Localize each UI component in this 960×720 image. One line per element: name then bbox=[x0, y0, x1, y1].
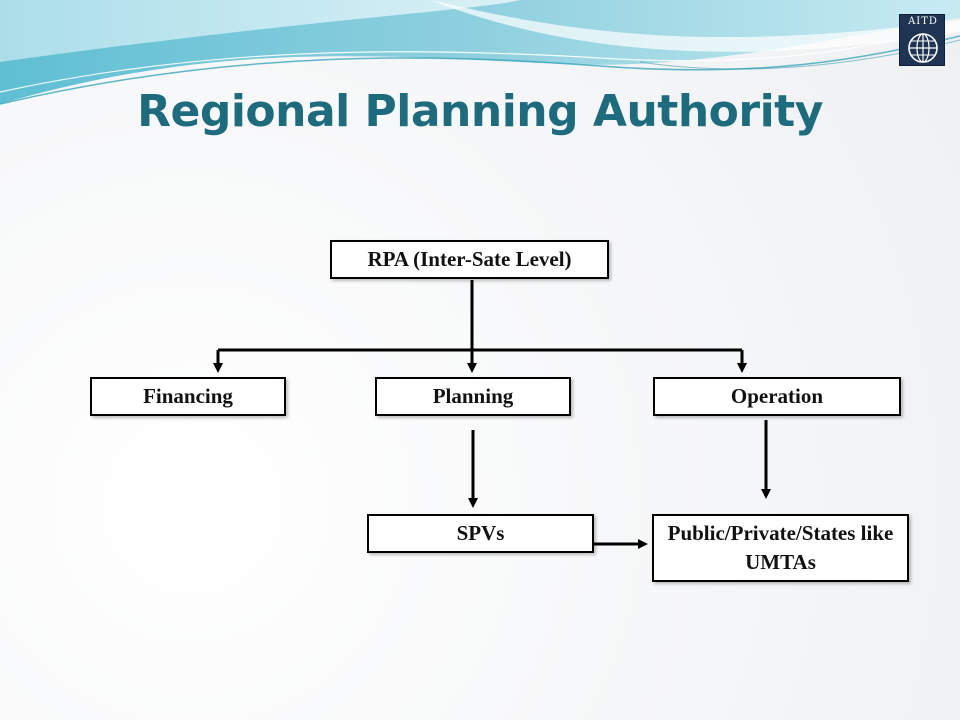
header-wave-decoration bbox=[0, 0, 960, 105]
logo-text: AITD bbox=[908, 16, 938, 27]
node-planning: Planning bbox=[375, 377, 571, 416]
node-public-private-states: Public/Private/States like UMTAs bbox=[652, 514, 909, 582]
globe-icon bbox=[908, 33, 938, 63]
node-spvs: SPVs bbox=[367, 514, 594, 553]
slide-title: Regional Planning Authority bbox=[137, 86, 823, 137]
aitd-logo: AITD bbox=[899, 14, 945, 66]
node-rpa: RPA (Inter-Sate Level) bbox=[330, 240, 609, 279]
node-operation: Operation bbox=[653, 377, 901, 416]
node-financing: Financing bbox=[90, 377, 286, 416]
